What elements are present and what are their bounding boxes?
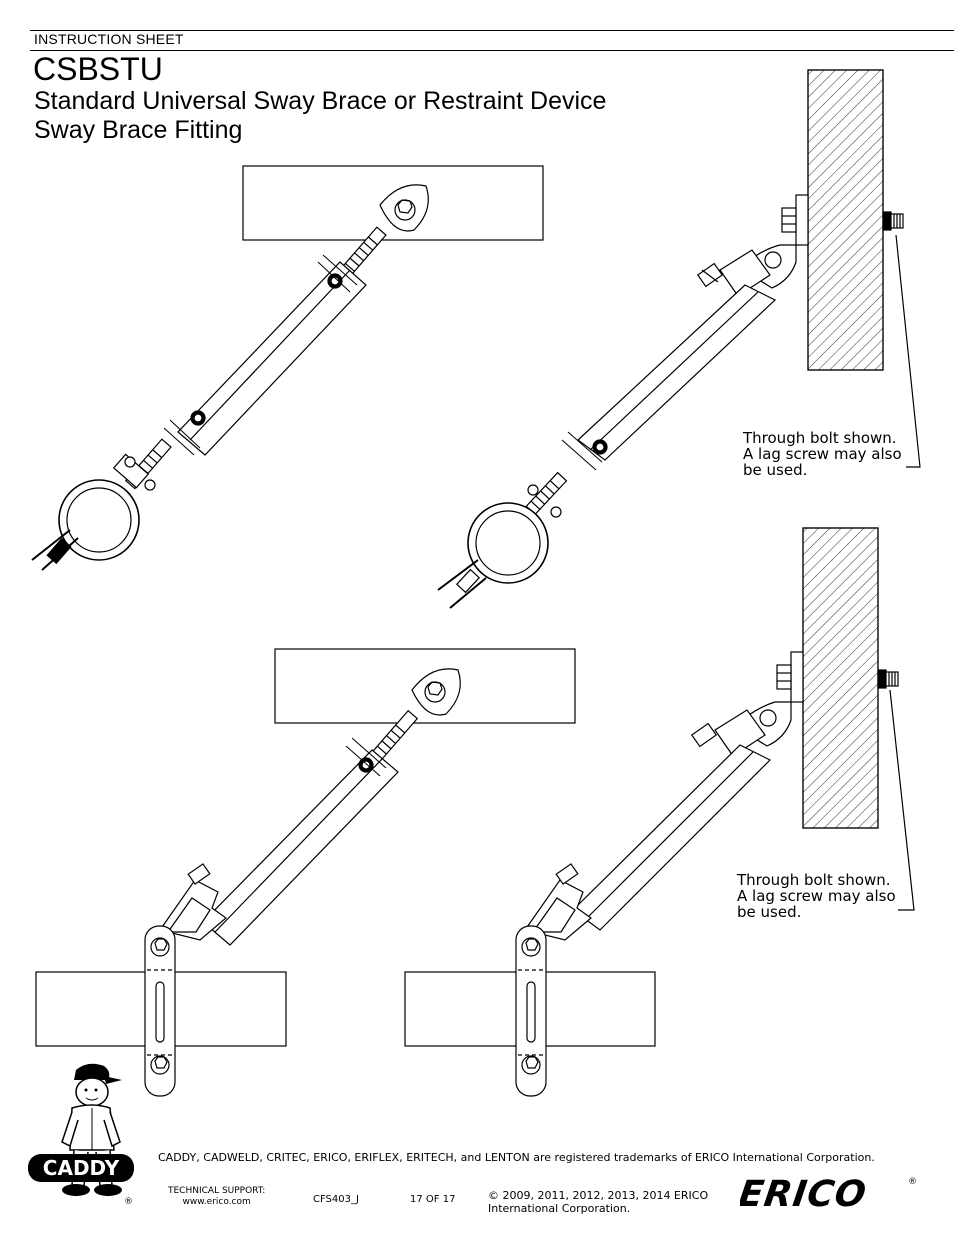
bolt-head-icon (781, 207, 797, 233)
svg-text:®: ® (124, 1197, 133, 1207)
title-line-1: Standard Universal Sway Brace or Restrai… (34, 87, 607, 115)
product-code: CSBSTU (33, 51, 163, 87)
erico-wordmark-icon: ERICO ® (736, 1172, 917, 1215)
svg-text:CADDY: CADDY (43, 1156, 120, 1180)
document-code: CFS403_J (313, 1194, 359, 1205)
figure-3-structure-to-beam (35, 648, 576, 1097)
header-rule-top (30, 30, 954, 31)
note-1-leader (895, 234, 921, 468)
figure-2-pipe-to-wall (437, 69, 921, 609)
caddy-logo: CADDY ® (26, 1058, 151, 1213)
copyright: © 2009, 2011, 2012, 2013, 2014 ERICO Int… (488, 1189, 709, 1215)
erico-logo: ERICO ® (736, 1172, 920, 1217)
hex-nut-icon (394, 199, 416, 221)
svg-text:®: ® (908, 1177, 917, 1187)
brace-tube (177, 261, 367, 456)
tech-support-url[interactable]: www.erico.com (182, 1197, 251, 1207)
title-line-2: Sway Brace Fitting (34, 116, 243, 144)
note-2-leader (889, 689, 915, 911)
wall-member (807, 69, 884, 371)
brace-tube (572, 744, 772, 931)
caddy-mascot-icon: CADDY ® (28, 1063, 134, 1207)
page-number: 17 OF 17 (410, 1194, 456, 1205)
brace-tube (577, 284, 777, 461)
brace-tube (202, 749, 399, 946)
note-through-bolt-1: Through bolt shown. A lag screw may also… (743, 429, 902, 479)
document-type: INSTRUCTION SHEET (34, 31, 184, 47)
technical-support: TECHNICAL SUPPORT: www.erico.com (168, 1186, 265, 1208)
figure-1-pipe-to-structure (31, 165, 544, 571)
wall-member (802, 527, 879, 829)
bolt-nut-icon (882, 211, 892, 231)
header-rule-bottom (30, 50, 954, 51)
svg-text:ERICO: ERICO (740, 1172, 870, 1212)
tech-support-label: TECHNICAL SUPPORT: (168, 1186, 266, 1196)
figure-4-beam-to-wall (404, 527, 915, 1097)
trademark-notice: CADDY, CADWELD, CRITEC, ERICO, ERIFLEX, … (158, 1151, 875, 1164)
note-through-bolt-2: Through bolt shown. A lag screw may also… (737, 871, 896, 921)
